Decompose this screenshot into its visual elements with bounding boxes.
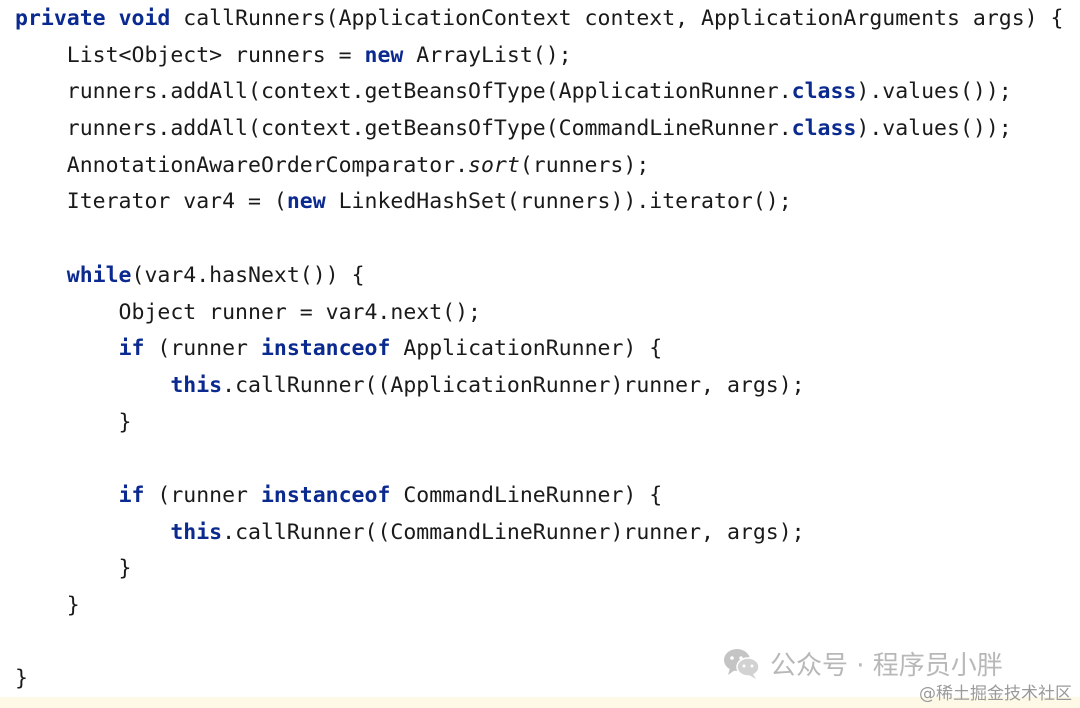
keyword-token: while [66, 262, 132, 288]
code-token [15, 336, 119, 361]
code-line: Iterator var4 = (new LinkedHashSet(runne… [15, 184, 1064, 221]
code-token: .callRunner((CommandLineRunner)runner, a… [222, 519, 805, 545]
code-token: Iterator var4 = ( [15, 189, 287, 215]
code-token: ArrayList(); [403, 42, 572, 68]
code-line: AnnotationAwareOrderComparator.sort(runn… [15, 148, 1064, 185]
code-line: runners.addAll(context.getBeansOfType(Ap… [15, 74, 1064, 111]
code-token: ).values()); [856, 116, 1012, 142]
code-line: this.callRunner((CommandLineRunner)runne… [15, 515, 1064, 552]
code-token: .callRunner((ApplicationRunner)runner, a… [222, 372, 805, 398]
code-block[interactable]: private void callRunners(ApplicationCont… [15, 1, 1064, 698]
code-token: (runners); [519, 152, 650, 178]
keyword-token: new [286, 189, 326, 215]
code-token: Object runner = var4.next(); [15, 299, 481, 325]
code-token [15, 520, 170, 545]
code-line: runners.addAll(context.getBeansOfType(Co… [15, 111, 1064, 148]
code-line: } [15, 588, 1064, 625]
code-token: CommandLineRunner) { [390, 482, 663, 508]
code-line: Object runner = var4.next(); [15, 295, 1064, 332]
code-token: } [15, 556, 132, 582]
code-line: } [15, 661, 1064, 698]
code-token: (runner [144, 482, 261, 508]
code-token: AnnotationAwareOrderComparator. [15, 152, 469, 178]
code-token [106, 6, 119, 31]
code-token [15, 483, 119, 508]
code-line: this.callRunner((ApplicationRunner)runne… [15, 368, 1064, 405]
keyword-token: new [364, 42, 404, 68]
watermark-credit: @稀土掘金技术社区 [919, 684, 1072, 704]
code-token: runners.addAll(context.getBeansOfType(Co… [15, 116, 792, 142]
code-token: (var4.hasNext()) { [131, 262, 365, 288]
code-token: } [15, 409, 132, 435]
keyword-token: this [170, 372, 223, 398]
wechat-icon [724, 648, 760, 679]
code-token: ).values()); [856, 79, 1012, 105]
keyword-token: void [118, 6, 171, 31]
code-line: if (runner instanceof CommandLineRunner)… [15, 478, 1064, 515]
code-line: if (runner instanceof ApplicationRunner)… [15, 331, 1064, 368]
keyword-token: if [118, 482, 145, 508]
code-line: List<Object> runners = new ArrayList(); [15, 38, 1064, 75]
watermark: 公众号 · 程序员小胖 [722, 645, 1003, 682]
keyword-token: instanceof [260, 482, 391, 508]
code-token: runners.addAll(context.getBeansOfType(Ap… [15, 79, 792, 105]
keyword-token: this [170, 519, 223, 545]
code-token: callRunners(ApplicationContext context, … [170, 6, 1064, 31]
code-token [15, 373, 170, 398]
keyword-token: class [791, 79, 857, 105]
code-token: List<Object> runners = [15, 42, 365, 68]
code-line: } [15, 405, 1064, 442]
code-token: sort [468, 152, 520, 178]
code-line: ​ [15, 441, 1064, 478]
code-token [15, 263, 67, 288]
keyword-token: private [15, 6, 106, 31]
code-token: (runner [144, 336, 261, 362]
code-line: while(var4.hasNext()) { [15, 258, 1064, 295]
code-token: ApplicationRunner) { [390, 336, 663, 362]
watermark-text: 公众号 · 程序员小胖 [770, 651, 1003, 681]
keyword-token: class [791, 116, 857, 142]
keyword-token: instanceof [260, 336, 391, 362]
caret-line-highlight [0, 697, 1080, 708]
code-line: } [15, 551, 1064, 588]
code-token: LinkedHashSet(runners)).iterator(); [325, 189, 792, 215]
code-line: private void callRunners(ApplicationCont… [15, 1, 1064, 38]
code-token: } [15, 593, 80, 618]
code-token: } [15, 666, 28, 692]
code-line: ​ [15, 221, 1064, 258]
keyword-token: if [118, 336, 145, 362]
